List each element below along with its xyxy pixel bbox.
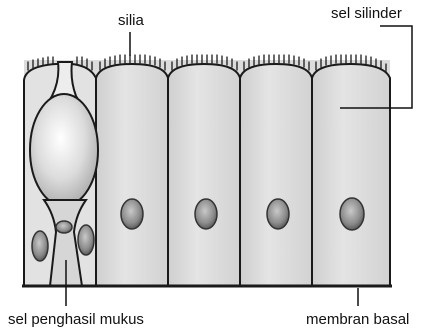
mucus-vesicle (30, 94, 98, 206)
nucleus (195, 199, 217, 229)
label-silia: silia (118, 13, 144, 28)
nucleus (56, 221, 72, 233)
label-membran-basal: membran basal (306, 312, 409, 327)
nucleus (340, 198, 364, 230)
nucleus (78, 225, 94, 255)
columnar-cell (312, 64, 390, 286)
tissue-block (22, 60, 392, 286)
label-sel-silinder: sel silinder (331, 6, 402, 21)
label-sel-penghasil-mukus: sel penghasil mukus (8, 312, 144, 327)
columnar-cell (240, 64, 312, 286)
nucleus (267, 199, 289, 229)
columnar-cell (168, 64, 240, 286)
nucleus (32, 231, 48, 261)
nucleus (121, 199, 143, 229)
columnar-cell (96, 64, 168, 286)
